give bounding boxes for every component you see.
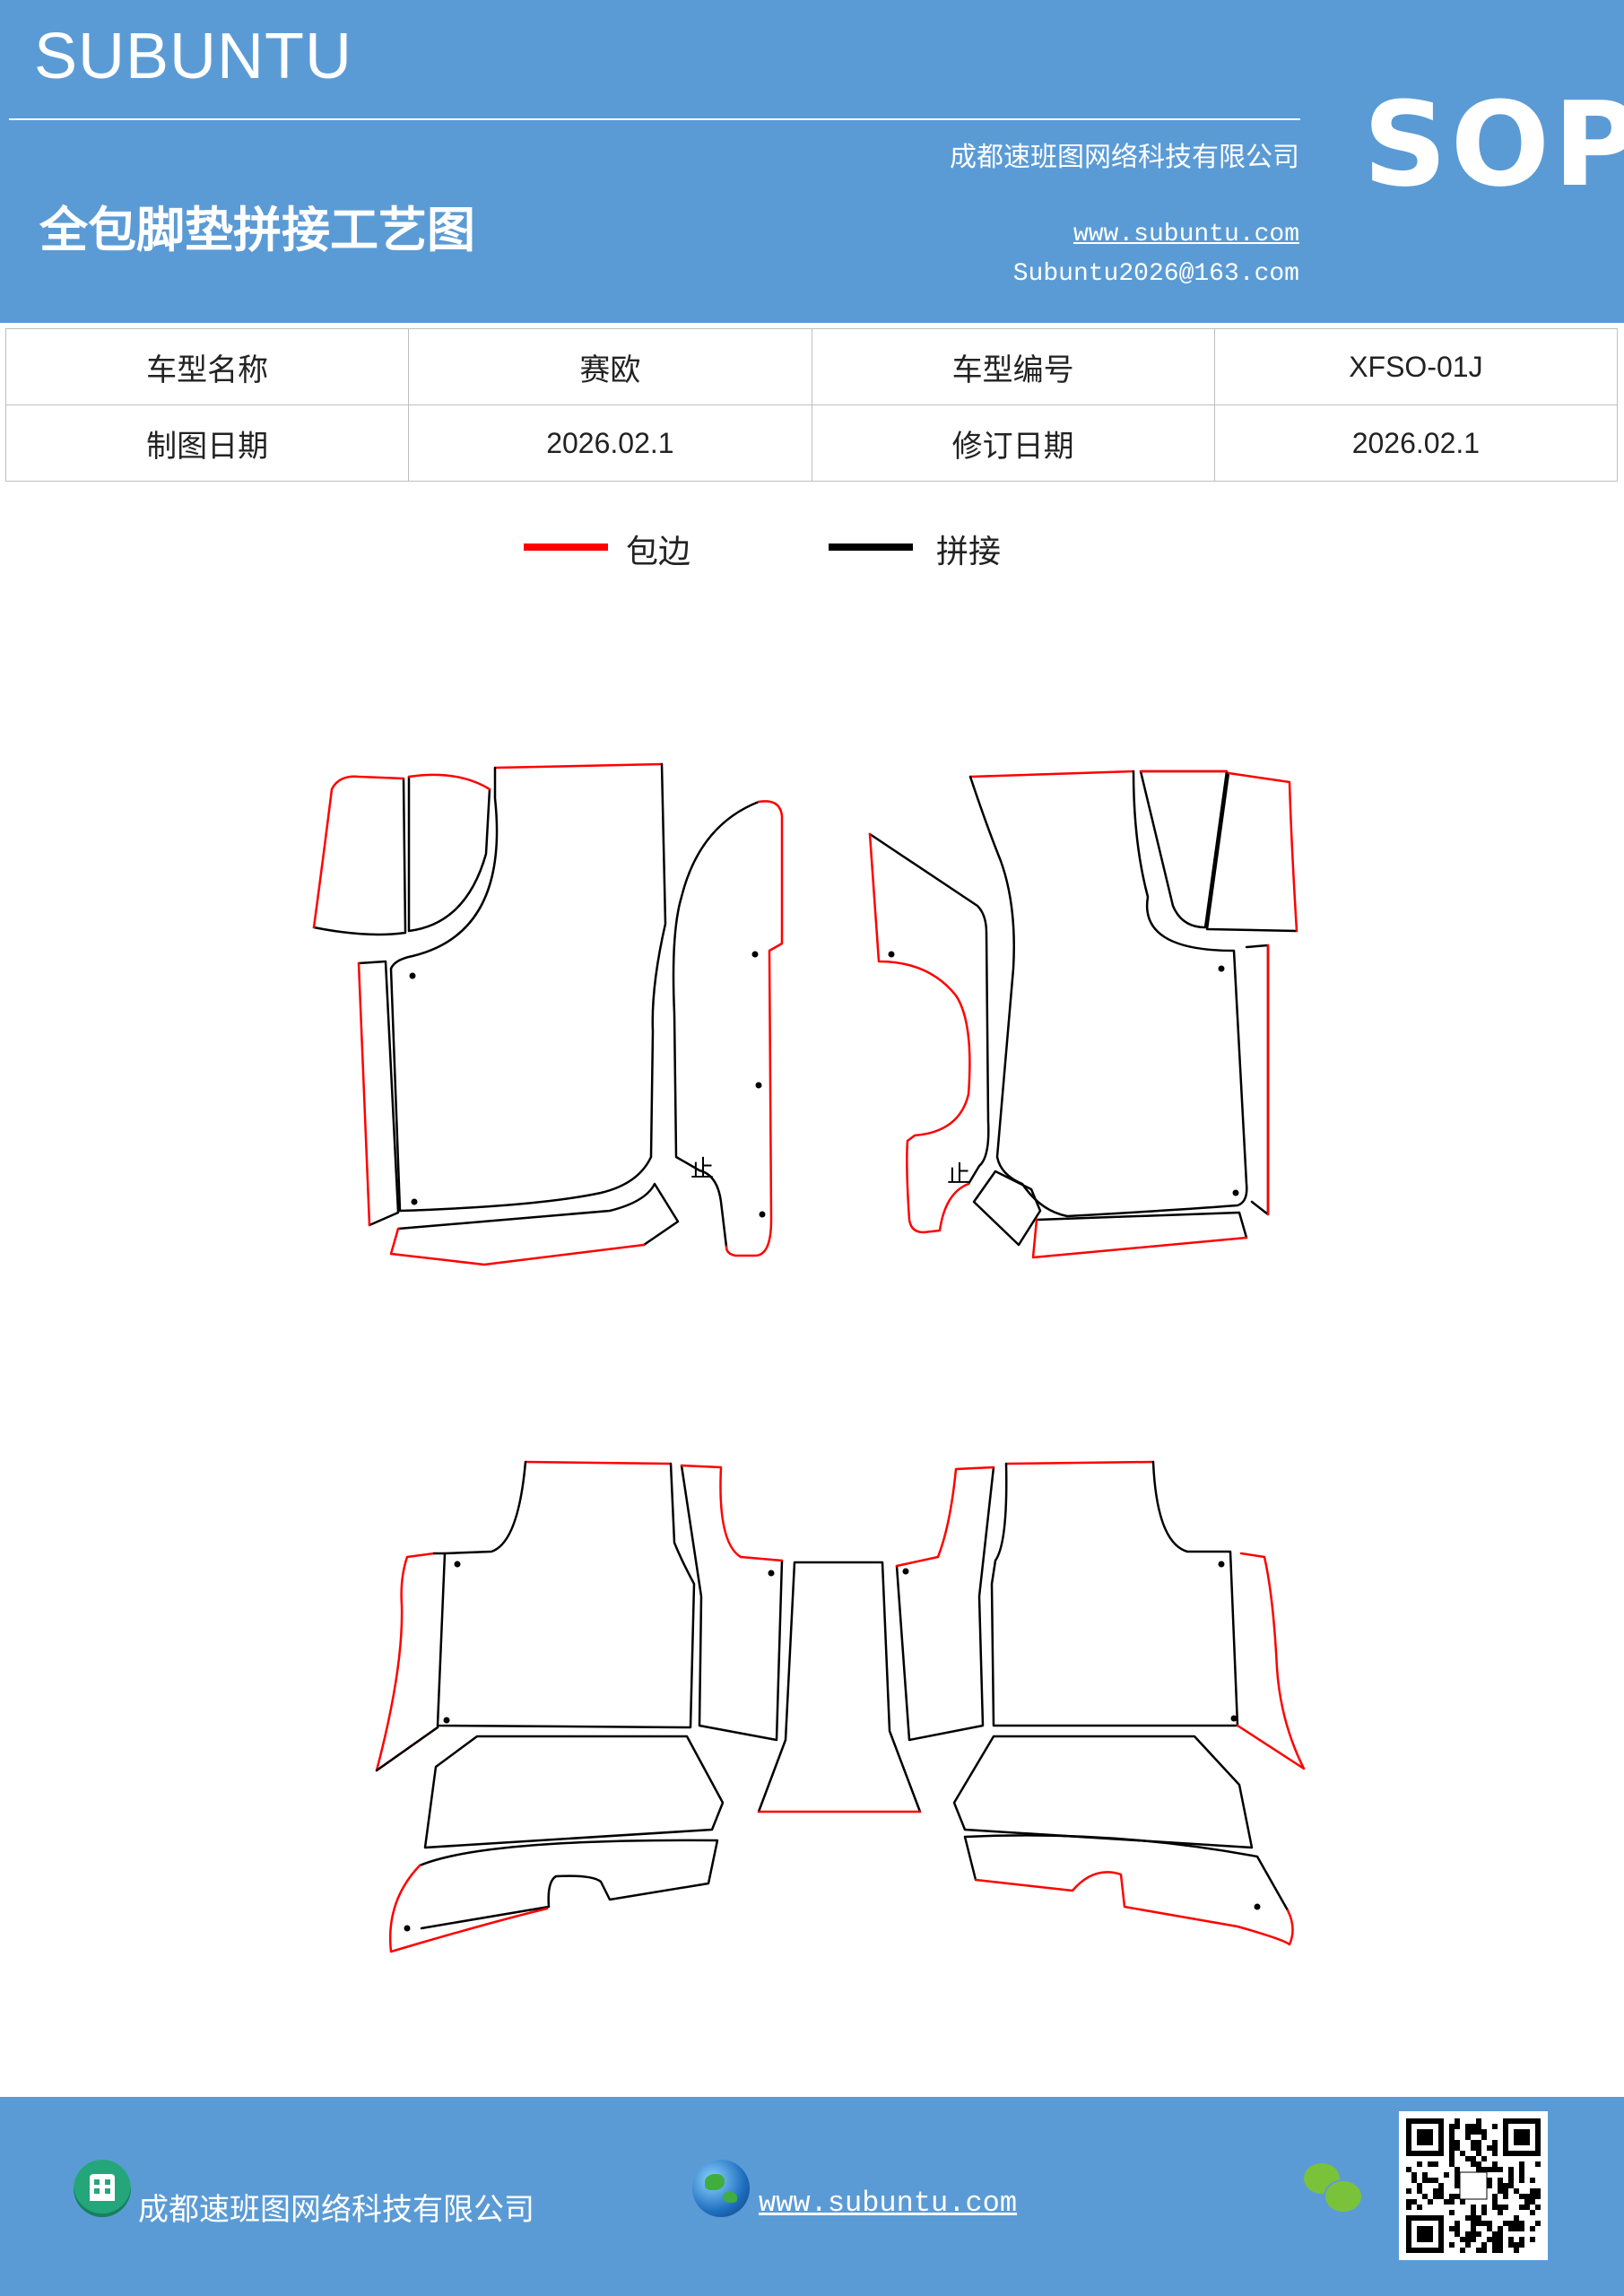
mount-hole <box>1218 965 1225 972</box>
rear-left-bottom-edge <box>389 1864 549 1953</box>
front-right-bottom-strip-edge <box>1031 1218 1248 1259</box>
front-right-strip-seam <box>1245 944 1270 1216</box>
rear-left-underseat-seam <box>423 1735 725 1849</box>
stop-mark-right: 止 <box>947 1161 970 1188</box>
mount-hole <box>759 1211 766 1218</box>
front-left-second-piece-seam <box>407 775 491 933</box>
building-icon <box>74 2160 131 2217</box>
front-left-main-top-edge <box>493 762 664 770</box>
rear-right-mat <box>895 1460 1306 1946</box>
front-left-second-piece-edge <box>407 773 491 791</box>
front-left-top-piece-seam <box>312 777 407 936</box>
front-right-main-seam <box>968 770 1248 1218</box>
table-row: 车型名称 赛欧 车型编号 XFSO-01J <box>4 328 1619 405</box>
rear-center-mat <box>757 1561 922 1813</box>
front-left-bottom-strip-edge <box>389 1227 646 1266</box>
rear-center-seam <box>757 1561 922 1813</box>
rear-right-tunnel-seam <box>895 1465 995 1742</box>
front-right-door-piece-edge <box>868 832 971 1234</box>
rear-left-top-edge <box>524 1460 673 1465</box>
header-banner: SUBUNTU 成都速班图网络科技有限公司 全包脚垫拼接工艺图 www.subu… <box>0 0 1624 323</box>
legend: 包边 拼接 <box>0 522 1624 576</box>
seam-legend-label: 拼接 <box>936 534 1002 570</box>
front-right-corner-seam <box>1205 771 1298 933</box>
mount-hole <box>411 1198 418 1205</box>
rear-left-mat <box>375 1460 784 1953</box>
rear-left-tunnel-edge <box>680 1464 784 1562</box>
edge-legend-swatch <box>524 544 608 551</box>
front-left-strip-edge <box>357 961 371 1227</box>
mount-hole <box>443 1717 450 1724</box>
rear-left-side-edge <box>375 1552 439 1772</box>
mount-hole <box>755 1082 762 1089</box>
document-title: 全包脚垫拼接工艺图 <box>39 201 475 258</box>
model-name-value: 赛欧 <box>408 328 812 405</box>
mount-hole <box>751 951 759 958</box>
rear-right-main-seam <box>990 1460 1239 1727</box>
front-left-bottom-strip-seam <box>396 1182 680 1247</box>
mount-hole <box>902 1568 909 1575</box>
model-code-label: 车型编号 <box>811 328 1215 405</box>
mount-hole <box>1218 1561 1225 1568</box>
front-right-heel-pad-seam <box>972 1170 1042 1247</box>
front-right-mat <box>868 770 1298 1259</box>
company-name: 成都速班图网络科技有限公司 <box>950 142 1299 173</box>
footer-company-name: 成都速班图网络科技有限公司 <box>138 2192 534 2228</box>
mount-hole <box>1232 1189 1239 1196</box>
edge-legend-label: 包边 <box>626 534 691 570</box>
email-address: Subuntu2026@163.com <box>1012 260 1299 288</box>
model-code-value: XFSO-01J <box>1213 328 1619 405</box>
front-right-door-piece-seam <box>868 832 990 1186</box>
qr-code-pattern <box>1406 2118 1541 2253</box>
website-link[interactable]: www.subuntu.com <box>1073 221 1299 248</box>
mount-hole <box>1254 1903 1261 1910</box>
rear-right-tunnel-edge <box>895 1465 995 1568</box>
mount-hole <box>454 1561 461 1568</box>
rear-right-underseat-seam <box>952 1735 1254 1849</box>
globe-icon <box>692 2160 750 2217</box>
rear-right-bottom-edge <box>974 1871 1294 1946</box>
model-name-label: 车型名称 <box>4 328 410 405</box>
mat-pattern-drawing: 止 止 <box>312 762 1306 1953</box>
rear-right-side-edge <box>1236 1552 1306 1770</box>
mount-hole <box>404 1925 411 1932</box>
rear-left-main-seam <box>436 1460 696 1729</box>
rear-left-tunnel-seam <box>680 1464 784 1742</box>
front-right-upper-seam <box>1139 770 1229 929</box>
header-divider <box>9 118 1300 120</box>
mount-hole <box>409 972 416 979</box>
revise-date-value: 2026.02.1 <box>1213 404 1619 482</box>
brand-name: SUBUNTU <box>34 21 353 92</box>
draw-date-value: 2026.02.1 <box>408 404 812 482</box>
front-right-corner-edge <box>1227 771 1298 933</box>
rear-right-top-edge <box>1004 1460 1155 1465</box>
mount-hole <box>1230 1715 1238 1722</box>
front-left-tunnel-seam <box>672 800 760 1248</box>
front-right-main-top-edge <box>968 770 1135 778</box>
table-row: 制图日期 2026.02.1 修订日期 2026.02.1 <box>4 404 1619 482</box>
mount-hole <box>768 1570 775 1577</box>
qr-code[interactable] <box>1399 2111 1548 2260</box>
mount-hole <box>888 951 895 958</box>
front-left-tunnel-edge <box>725 800 784 1257</box>
draw-date-label: 制图日期 <box>4 404 410 482</box>
sop-badge: SOP <box>1363 76 1624 213</box>
rear-left-bottom-seam <box>418 1839 719 1930</box>
stop-mark-left: 止 <box>690 1156 714 1183</box>
front-right-bottom-strip-seam <box>1035 1211 1248 1239</box>
rear-left-side-seam <box>375 1552 447 1772</box>
seam-legend-swatch <box>829 544 913 551</box>
info-table: 车型名称 赛欧 车型编号 XFSO-01J 制图日期 2026.02.1 修订日… <box>4 328 1619 482</box>
footer-banner: 成都速班图网络科技有限公司 www.subuntu.com <box>0 2097 1624 2296</box>
front-left-top-piece-edge <box>312 775 405 929</box>
front-left-main-seam <box>389 762 667 1213</box>
footer-website-link[interactable]: www.subuntu.com <box>759 2187 1018 2220</box>
revise-date-label: 修订日期 <box>811 404 1215 482</box>
rear-right-bottom-seam <box>963 1834 1290 1912</box>
front-left-mat <box>312 762 784 1266</box>
front-left-strip-seam <box>357 960 400 1227</box>
wechat-icon <box>1304 2163 1363 2217</box>
